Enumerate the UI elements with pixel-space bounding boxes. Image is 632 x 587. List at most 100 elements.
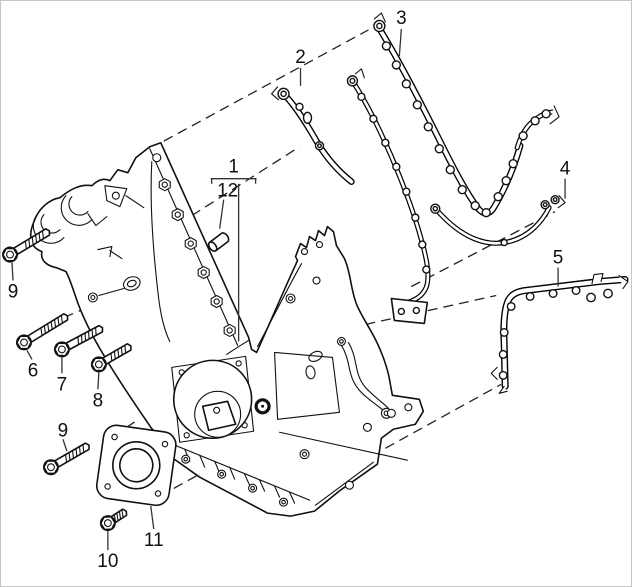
bolt-hole [603, 288, 613, 299]
bolt-hole [542, 202, 548, 208]
dowel-pin-12 [207, 232, 230, 252]
dashed-line [411, 211, 556, 288]
bolt-boss [183, 456, 189, 462]
bolt-boss [90, 294, 96, 301]
dashed-line [191, 146, 300, 217]
gasket-tab [549, 105, 560, 125]
bolt-10 [97, 508, 128, 534]
bolt-hole [381, 138, 390, 147]
gasket-tab [271, 86, 280, 101]
gasket-5 [490, 272, 629, 394]
bolt-hole [404, 403, 413, 412]
bolt-hole [412, 100, 423, 110]
gasket-tab [618, 274, 629, 290]
leader-11 [150, 506, 155, 530]
bolt-hole [381, 41, 392, 51]
timing-cover-casting [29, 141, 425, 517]
callout-2: 2 [295, 47, 306, 68]
gasket-foot [390, 297, 429, 325]
bolt-7 [51, 324, 104, 360]
bolt-hole [571, 286, 581, 295]
bolt-hole [161, 440, 169, 448]
bolt-boss [362, 422, 372, 432]
bolt-hole [401, 79, 412, 89]
bolt-hole [111, 433, 118, 441]
bolt-hole [499, 327, 509, 337]
face-line [97, 246, 123, 260]
bolt-hole [457, 184, 467, 195]
bolt-hole [349, 77, 356, 84]
bolt-hole [386, 408, 396, 418]
bolt-9-lower [40, 442, 90, 478]
callout-10: 10 [97, 551, 118, 572]
bolt-hole [295, 102, 304, 112]
bolt-hole [391, 60, 402, 70]
callout-9-lower: 9 [58, 420, 69, 441]
crank-bore-inner [194, 390, 242, 438]
callout-11: 11 [144, 530, 164, 551]
gasket-tab [373, 12, 386, 23]
rail-edge [162, 439, 311, 501]
bolt-hole [305, 365, 316, 380]
seal-flange-11 [95, 424, 177, 507]
face-crease [150, 161, 171, 342]
bracket-1-12 [210, 178, 257, 184]
bolt-boss [301, 451, 308, 457]
gasket-tab [591, 272, 604, 285]
face-line [125, 195, 145, 209]
dashed-line [365, 294, 497, 326]
dashed-line [149, 29, 369, 150]
bolt-hole [111, 191, 120, 200]
gasket-4 [430, 194, 566, 247]
bolt-hole [412, 306, 421, 315]
bolt-hole [508, 159, 518, 169]
bolt-hole [498, 370, 508, 380]
bolt-hole [432, 205, 439, 212]
joint-face-line [279, 431, 408, 461]
bolt-hole [235, 360, 242, 367]
bolt-8 [88, 342, 132, 375]
bolt-hole [501, 176, 511, 186]
gasket-3 [373, 12, 560, 218]
rib-curve [340, 344, 385, 412]
bolt-hole [357, 92, 366, 102]
leader-6 [26, 350, 33, 360]
bolt-hole [104, 483, 111, 490]
gasket-slot [302, 111, 313, 124]
leader-12 [219, 199, 225, 229]
gasket-tab [354, 68, 365, 79]
callout-leaders [11, 28, 566, 551]
callout-8: 8 [93, 390, 104, 411]
bolt-hole [154, 490, 162, 497]
bolt-hole [418, 240, 427, 249]
rail-bolt-bosses [152, 153, 236, 337]
leader-3 [398, 28, 403, 56]
callout-12: 12 [217, 181, 238, 202]
crank-wedge [201, 400, 237, 432]
pad-plate [274, 351, 341, 420]
face-line [98, 287, 125, 297]
gasket-tab [490, 366, 498, 380]
face-line [257, 263, 303, 347]
bolt-hole [445, 165, 455, 175]
callout-5: 5 [553, 248, 564, 269]
bolt-hole [315, 241, 324, 249]
bolt-boss [312, 276, 321, 285]
bolt-hole [493, 191, 503, 202]
face-line [87, 213, 108, 227]
bolt-boss [339, 339, 344, 344]
bolt-hole [552, 197, 558, 203]
oval-port [126, 279, 137, 288]
bolt-hole [300, 248, 309, 256]
seal-ring [119, 448, 154, 483]
bolt-hole [498, 349, 508, 359]
bolt-hole [481, 207, 491, 218]
callout-numbers: 1 12 2 3 4 5 6 7 8 9 9 10 11 [8, 8, 571, 572]
gasket-2 [271, 86, 355, 185]
callout-4: 4 [560, 159, 571, 180]
bolt-hole [422, 265, 431, 274]
leader-9-lower [62, 439, 68, 452]
bolt-hole [402, 187, 411, 196]
